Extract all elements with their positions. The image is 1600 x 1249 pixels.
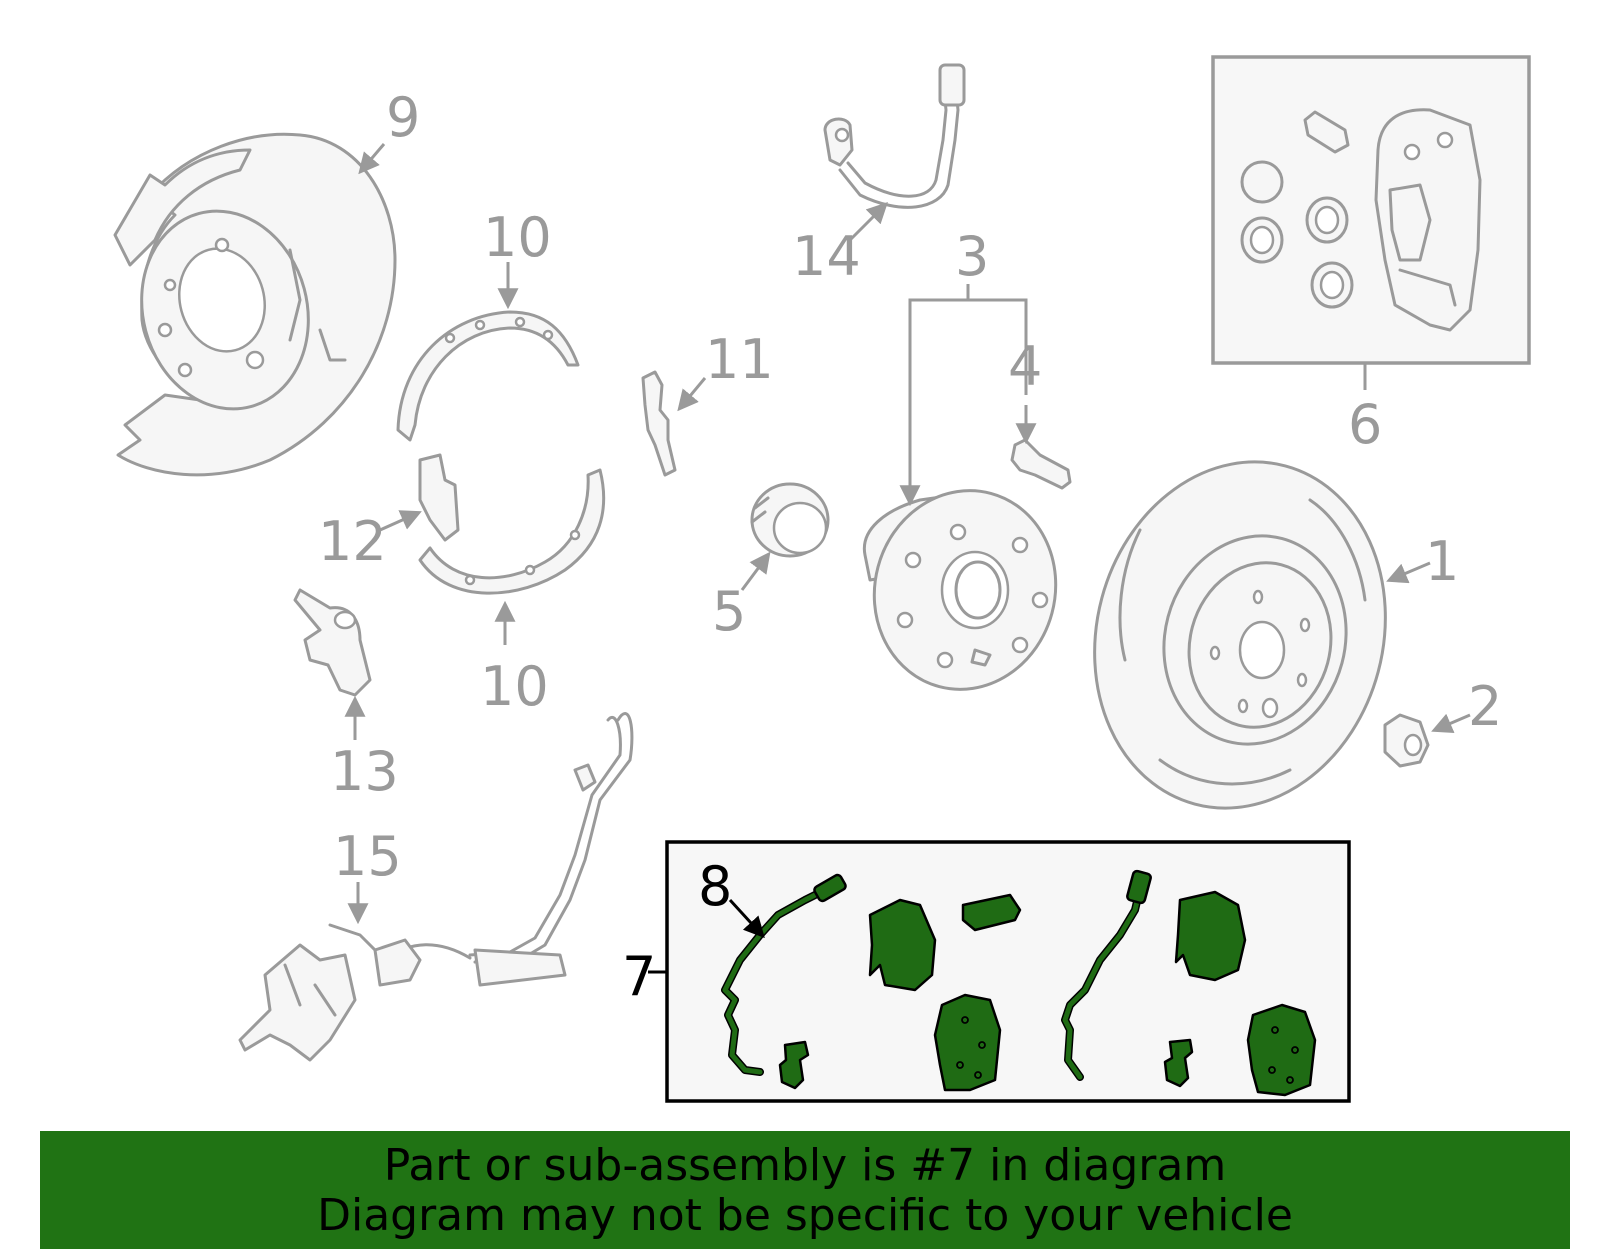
lug-nut-part-2[interactable] (1383, 713, 1430, 768)
dust-shield-part-9[interactable] (113, 132, 397, 477)
adjuster-part-12[interactable] (418, 453, 460, 542)
caliper-kit-box-part-6 (1211, 55, 1531, 365)
callout-1: 1 (1425, 530, 1459, 593)
brake-pad-lower-left[interactable] (933, 993, 1002, 1092)
pad-clip-right[interactable] (1163, 1038, 1194, 1088)
callout-12: 12 (318, 510, 387, 573)
callout-10-top: 10 (483, 206, 552, 269)
callout-13: 13 (330, 740, 399, 803)
callout-8: 8 (698, 855, 732, 918)
callout-7: 7 (622, 945, 656, 1008)
pad-spring-clip[interactable] (961, 893, 1022, 932)
callout-3: 3 (955, 225, 989, 288)
callout-5: 5 (712, 580, 746, 643)
abs-sensor-harness-part-15[interactable] (238, 712, 634, 1062)
brake-pad-lower-right[interactable] (1246, 1003, 1317, 1097)
pad-wear-sensor-right-part-8[interactable] (1061, 869, 1152, 1081)
callout-15: 15 (333, 825, 402, 888)
pad-kit-box-part-7 (665, 840, 1351, 1103)
callout-6: 6 (1348, 393, 1382, 456)
info-banner: Part or sub-assembly is #7 in diagram Di… (40, 1131, 1570, 1249)
brake-hose-part-14[interactable] (823, 63, 966, 209)
brake-pad-upper-right[interactable] (1174, 890, 1247, 982)
callout-9: 9 (386, 86, 420, 149)
pad-clip-left[interactable] (778, 1040, 810, 1090)
callout-4: 4 (1008, 335, 1042, 398)
pad-wear-sensor-left-part-8[interactable] (721, 873, 847, 1076)
callout-14: 14 (792, 225, 861, 288)
stud-part-11[interactable] (641, 370, 677, 477)
caliper-part-6[interactable] (1240, 108, 1482, 332)
parking-brake-shoe-upper-part-10[interactable] (396, 310, 580, 442)
brake-pad-upper-left[interactable] (868, 898, 937, 992)
banner-line-1: Part or sub-assembly is #7 in diagram (383, 1140, 1227, 1191)
callout-2: 2 (1468, 675, 1502, 738)
banner-line-2: Diagram may not be specific to your vehi… (317, 1190, 1293, 1241)
hub-bearing-part-3[interactable] (852, 470, 1078, 710)
brake-rotor-part-1[interactable] (1057, 429, 1424, 841)
seal-part-5[interactable] (750, 482, 830, 558)
parking-brake-shoe-lower-part-10[interactable] (418, 468, 606, 595)
hub-bolt-part-4[interactable] (1010, 438, 1072, 490)
bracket-part-13[interactable] (293, 588, 372, 697)
callout-11: 11 (705, 328, 774, 391)
callout-10-bottom: 10 (480, 655, 549, 718)
